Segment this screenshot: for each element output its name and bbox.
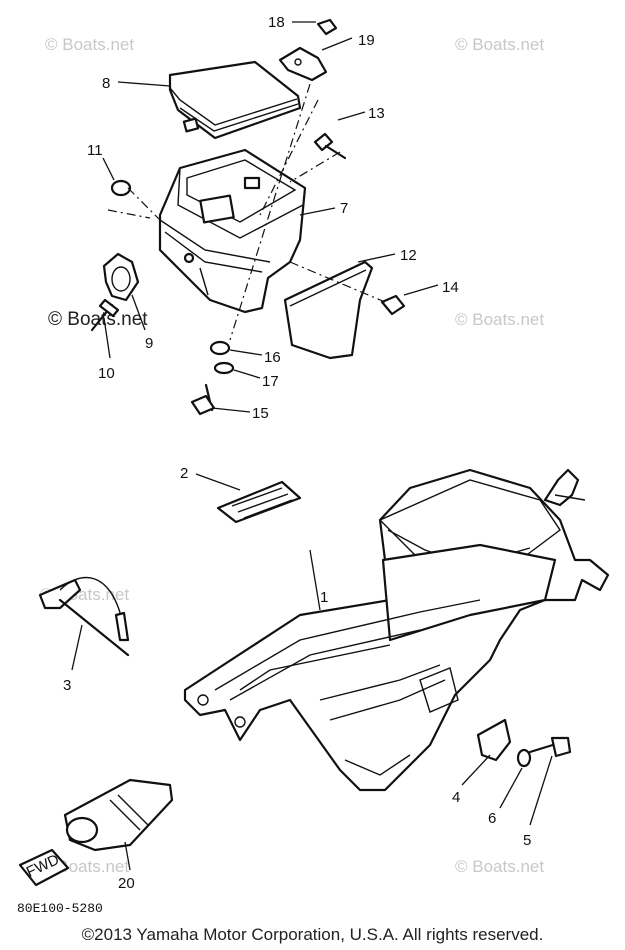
part-nut-11 [110,179,132,197]
callout-17: 17 [262,373,279,390]
fwd-arrow: FWD [18,848,70,887]
leader-line [529,755,553,826]
leader-line [211,407,251,413]
leader-line [337,111,366,121]
leader-line [131,294,146,331]
callout-4: 4 [452,789,460,806]
callout-11: 11 [87,142,103,159]
assembly-line [127,187,161,221]
leader-line [403,284,439,296]
watermark: © Boats.net [455,35,544,54]
callout-10: 10 [98,365,115,382]
leader-line [461,754,491,786]
part-bolt-13 [313,132,347,160]
leader-line [299,207,336,216]
callout-1: 1 [320,589,328,606]
part-frame [183,468,610,792]
callout-12: 12 [400,247,417,264]
leader-line [102,157,115,181]
part-bracket [278,46,328,82]
leader-line [229,349,263,356]
watermark: © Boats.net [455,857,544,876]
watermark: © Boats.net [45,35,134,54]
leader-line [233,369,261,379]
part-washer-16 [209,340,231,356]
part-bracket-4 [476,718,512,762]
callout-20: 20 [118,875,135,892]
assembly-line [229,83,311,341]
part-plate [283,260,374,360]
callout-6: 6 [488,810,496,827]
part-cover [63,778,174,852]
callout-14: 14 [442,279,459,296]
leader-line [357,253,396,263]
part-bolt-15 [190,383,216,416]
leader-line [321,37,353,51]
leader-line [195,473,241,491]
leader-line [103,317,111,359]
part-bolt-5 [528,736,572,758]
part-nut-14 [380,294,406,316]
part-lid [168,60,302,140]
callout-19: 19 [358,32,375,49]
callout-8: 8 [102,75,110,92]
watermark: © Boats.net [48,309,148,330]
assembly-line [289,261,386,303]
part-cable [38,576,130,657]
part-nut-18 [316,18,338,36]
leader-line [117,81,171,87]
copyright-notice: ©2013 Yamaha Motor Corporation, U.S.A. A… [81,925,544,944]
part-washer-17 [213,361,235,375]
callout-15: 15 [252,405,269,422]
callout-7: 7 [340,200,348,217]
part-toolbox [158,148,307,314]
callout-9: 9 [145,335,153,352]
leader-line [499,767,523,809]
callout-2: 2 [180,465,188,482]
callout-13: 13 [368,105,385,122]
leader-line [124,841,131,871]
callout-16: 16 [264,349,281,366]
assembly-line [289,151,341,183]
leader-line [309,549,321,611]
leader-line [71,624,83,671]
part-bolt-10 [90,298,120,332]
callout-5: 5 [523,832,531,849]
diagram-code: 80E100-5280 [17,901,103,916]
assembly-line [259,99,319,216]
assembly-line [107,209,151,219]
watermark: © Boats.net [455,310,544,329]
callout-3: 3 [63,677,71,694]
callout-18: 18 [268,14,285,31]
part-label [216,480,302,524]
part-washer-6 [516,748,532,768]
part-gasket [102,252,140,302]
